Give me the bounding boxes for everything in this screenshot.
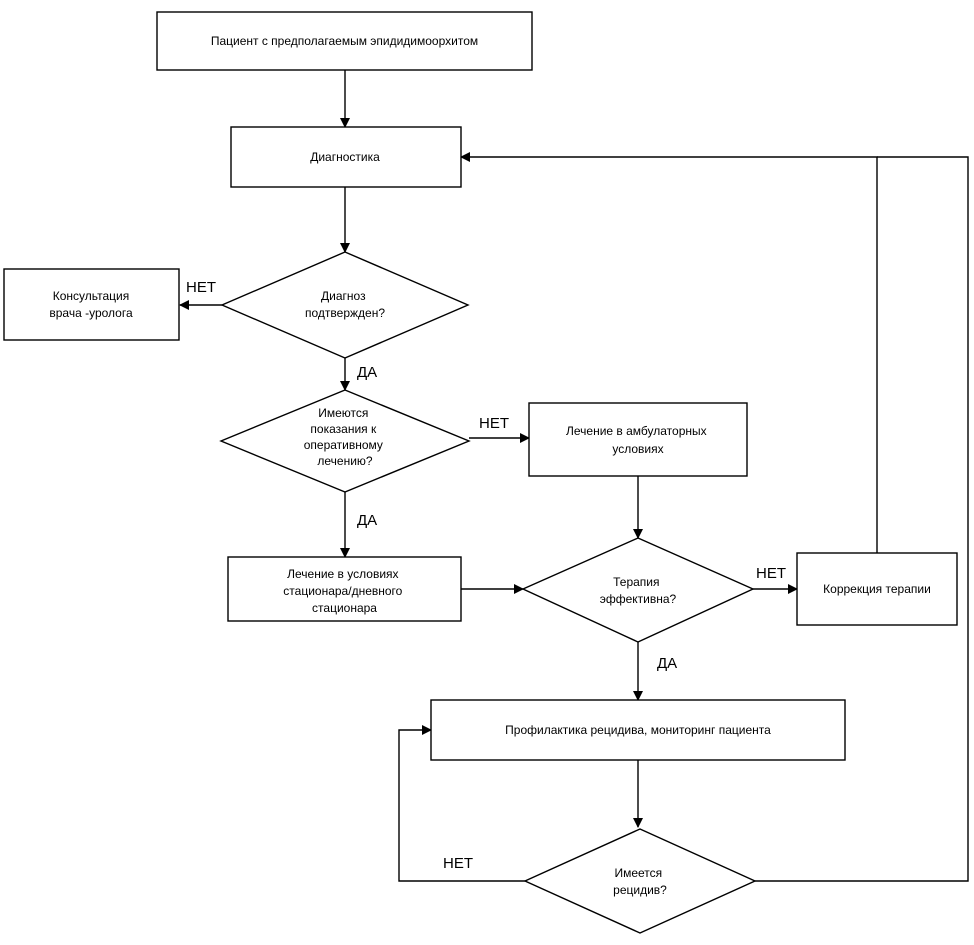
label-diagnosis-yes: ДА — [357, 364, 377, 381]
node-prevention-monitoring: Профилактика рецидива, мониторинг пациен… — [430, 699, 846, 761]
node-relapse-label: Имеется рецидив? — [613, 866, 667, 897]
node-inpatient-treatment-label: Лечение в условиях стационара/дневного с… — [283, 567, 405, 615]
node-inpatient-treatment: Лечение в условиях стационара/дневного с… — [227, 556, 462, 622]
node-therapy-correction: Коррекция терапии — [796, 552, 958, 626]
node-diagnosis-confirmed: Диагноз подтвержден? — [220, 251, 470, 359]
label-surgery-no: НЕТ — [479, 415, 509, 432]
node-prevention-monitoring-label: Профилактика рецидива, мониторинг пациен… — [505, 723, 771, 737]
node-outpatient-treatment-label: Лечение в амбулаторных условиях — [566, 424, 710, 456]
node-patient: Пациент с предполагаемым эпидидимоорхито… — [156, 11, 533, 71]
node-relapse: Имеется рецидив? — [523, 828, 757, 934]
label-relapse-no: НЕТ — [443, 855, 473, 872]
label-therapy-yes: ДА — [657, 655, 677, 672]
label-therapy-no: НЕТ — [756, 565, 786, 582]
edge-labels: НЕТ ДА НЕТ ДА НЕТ ДА НЕТ — [186, 279, 786, 872]
node-patient-label: Пациент с предполагаемым эпидидимоорхито… — [211, 34, 478, 48]
node-diagnosis-confirmed-label: Диагноз подтвержден? — [305, 289, 385, 320]
edge-correction-to-diagnostics — [460, 152, 878, 553]
edges — [179, 70, 969, 882]
node-therapy-correction-label: Коррекция терапии — [823, 582, 931, 596]
node-surgery-indicated-label: Имеются показания к оперативному лечению… — [304, 406, 387, 468]
label-diagnosis-no: НЕТ — [186, 279, 216, 296]
node-outpatient-treatment: Лечение в амбулаторных условиях — [528, 402, 748, 477]
node-surgery-indicated: Имеются показания к оперативному лечению… — [219, 389, 471, 493]
edge-relapse-yes-to-diagnostics — [755, 156, 969, 882]
label-surgery-yes: ДА — [357, 512, 377, 529]
node-therapy-effective: Терапия эффективна? — [521, 537, 755, 643]
edge-relapse-no-to-prevention — [398, 725, 525, 882]
node-diagnostics: Диагностика — [230, 126, 462, 188]
node-diagnostics-label: Диагностика — [310, 150, 380, 164]
node-therapy-effective-label: Терапия эффективна? — [600, 575, 677, 606]
